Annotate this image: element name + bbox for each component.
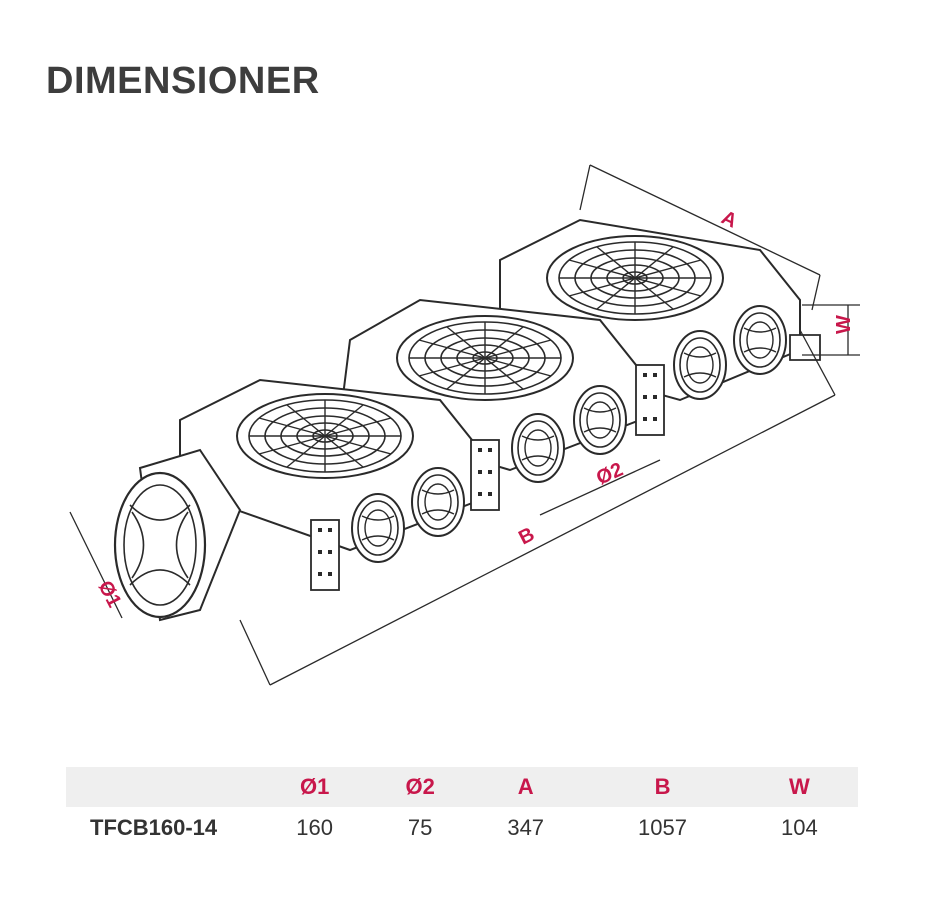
dim-label-d2: Ø2 [593,459,626,490]
cell-model: TFCB160-14 [90,815,218,840]
header-d2: Ø2 [373,767,468,807]
header-a: A [467,767,585,807]
dimensions-table: Ø1 Ø2 A B W TFCB160-14 160 75 347 1057 1… [66,767,858,849]
cell-w: 104 [780,815,818,840]
cell-d2: 75 [407,815,433,840]
header-w: W [740,767,858,807]
table-row: TFCB160-14 160 75 347 1057 104 [66,807,858,849]
cell-b: 1057 [638,815,687,840]
table-header-row: Ø1 Ø2 A B W [66,767,858,807]
cell-d1: 160 [296,815,333,840]
page-title: DIMENSIONER [46,60,320,102]
dim-label-a: A [718,207,740,233]
header-model [66,767,256,807]
header-d1: Ø1 [256,767,374,807]
dim-label-b: B [515,523,538,549]
product-dimension-drawing: A W B Ø2 Ø1 [69,164,860,686]
inlet-connector [113,448,242,622]
cell-a: 347 [507,815,545,840]
dim-label-w: W [833,315,855,334]
dimension-lines [69,164,860,686]
header-b: B [584,767,741,807]
